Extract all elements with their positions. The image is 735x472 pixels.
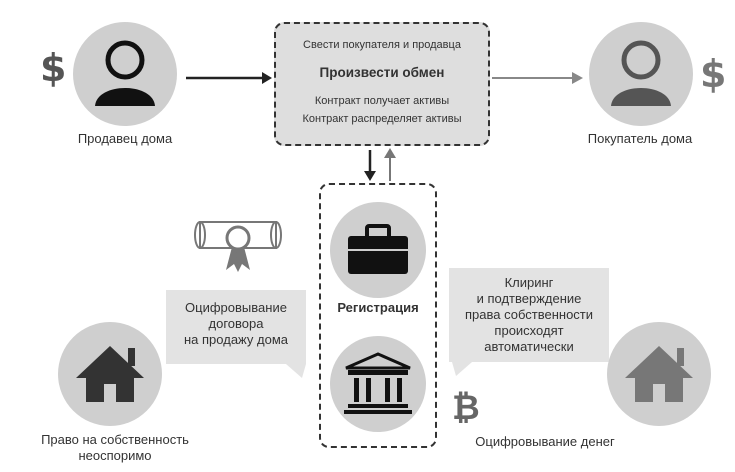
callout-line: происходят (494, 323, 564, 338)
bank-icon (344, 352, 412, 414)
person-icon (611, 40, 671, 106)
callout-line: права собственности (464, 307, 594, 322)
certificate-icon (194, 221, 282, 272)
exchange-box: Свести покупателя и продавца Произвести … (274, 22, 490, 146)
callout-line: автоматически (484, 339, 574, 354)
person-icon (95, 40, 155, 106)
exchange-line-2: Произвести обмен (319, 65, 445, 80)
callout-line: Клиринг (504, 275, 554, 290)
contract-digitization-callout: Оцифровывание договора на продажу дома (166, 290, 306, 364)
registration-circle (330, 202, 426, 298)
exchange-line-3: Контракт получает активы (314, 95, 450, 107)
right-house-circle (607, 322, 711, 426)
seller-label: Продавец дома (77, 131, 173, 146)
callout-line: договора (208, 316, 264, 331)
exchange-line-4: Контракт распределяет активы (302, 113, 462, 125)
buyer-label: Покупатель дома (587, 131, 693, 146)
left-house-label-1: Право на собственность (41, 432, 189, 447)
bitcoin-icon: ₿ (452, 388, 480, 428)
callout-line: Оцифровывание (185, 300, 287, 315)
callout-line: и подтверждение (476, 291, 582, 306)
dollar-icon-left: $ (40, 46, 67, 90)
left-house-circle (58, 322, 162, 426)
house-icon (625, 346, 693, 402)
bank-circle (330, 336, 426, 432)
callout-tail-right (452, 362, 472, 376)
registration-label: Регистрация (337, 300, 419, 315)
buyer-avatar (589, 22, 693, 126)
clearing-callout: Клиринг и подтверждение права собственно… (449, 268, 609, 362)
dollar-icon-right: $ (700, 52, 727, 96)
registration-box (319, 183, 437, 448)
exchange-line-1: Свести покупателя и продавца (303, 39, 461, 51)
callout-line: на продажу дома (184, 332, 288, 347)
right-house-label: Оцифровывание денег (475, 434, 615, 449)
callout-tail-left (286, 364, 306, 378)
seller-avatar (73, 22, 177, 126)
house-icon (76, 346, 144, 402)
briefcase-icon (348, 224, 408, 274)
left-house-label-2: неоспоримо (78, 448, 152, 463)
